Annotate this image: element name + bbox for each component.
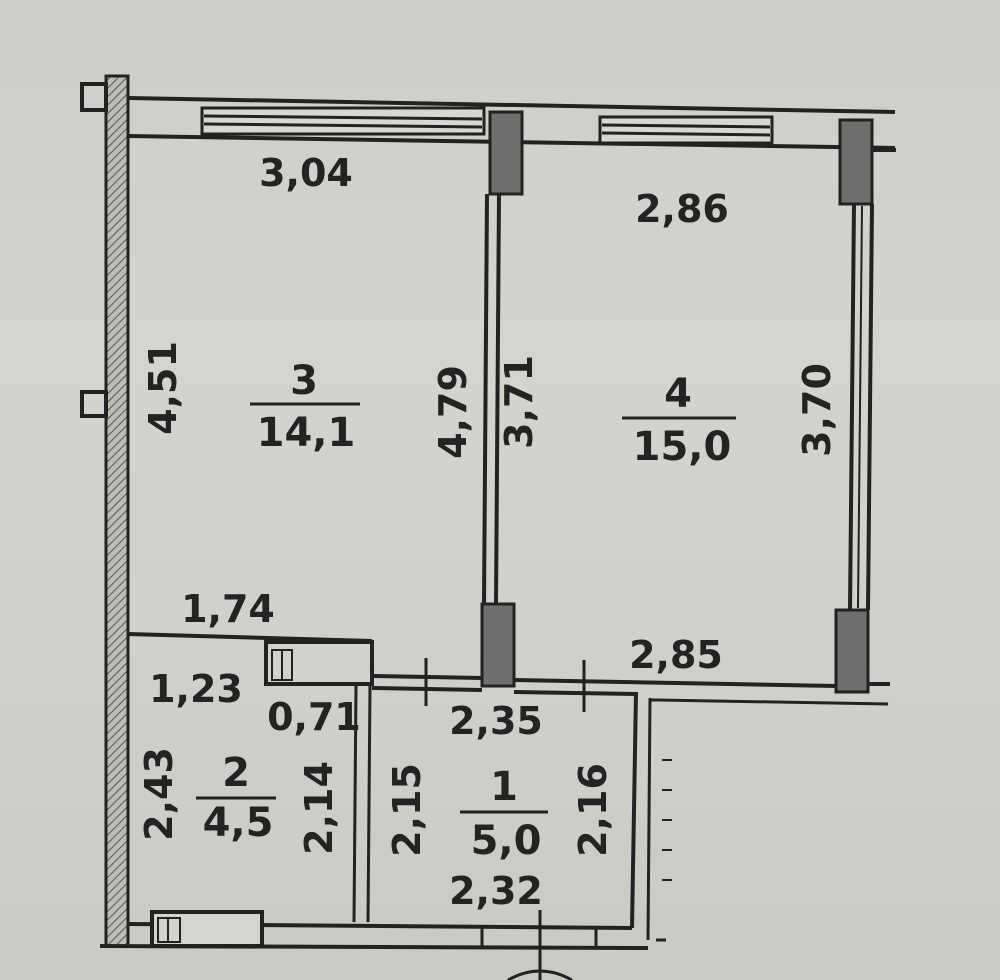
column-top-right	[838, 118, 874, 206]
dimension-room-1-top: 2,35	[449, 699, 543, 743]
dimension-room-2-left-height: 2,43	[137, 747, 181, 841]
dimension-room-2-right-height: 2,14	[297, 761, 341, 855]
wall-stub-top	[80, 82, 108, 112]
room-1-area: 5,0	[471, 818, 542, 864]
dimension-room-3-left-height: 4,51	[141, 341, 185, 435]
room-4-area: 15,0	[633, 424, 732, 470]
room-1-number: 1	[490, 764, 518, 810]
dimension-room-3-width: 3,04	[259, 151, 353, 195]
room-3-number: 3	[290, 358, 318, 404]
room-1-right-wall	[630, 691, 889, 942]
dimension-room-2-top: 1,23	[149, 667, 243, 711]
column-top-middle	[488, 110, 524, 196]
bottom-outer-wall	[99, 910, 649, 980]
dimension-room-1-left-height: 2,15	[385, 763, 429, 857]
dimension-room-3-bottom: 1,74	[181, 587, 275, 631]
right-outer-wall	[848, 148, 896, 686]
dimension-room-1-right-height: 2,16	[571, 763, 615, 857]
room-2-number: 2	[222, 750, 250, 796]
dimension-room-3-right-height: 4,79	[431, 365, 475, 459]
dimension-room-1-bottom: 2,32	[449, 869, 543, 913]
ventilation-shaft	[264, 640, 374, 686]
dimension-shaft-width: 0,71	[267, 695, 361, 739]
partition-3-4	[482, 193, 501, 605]
dimension-room-4-width-top: 2,86	[635, 187, 729, 231]
wall-stub-mid	[80, 390, 108, 418]
room-4-number: 4	[664, 371, 692, 417]
left-outer-wall	[104, 74, 130, 948]
dimension-room-4-right-height: 3,70	[795, 363, 839, 457]
dimension-room-4-width-bottom: 2,85	[629, 633, 723, 677]
room-2-area: 4,5	[203, 800, 274, 846]
column-bottom-right	[834, 608, 870, 694]
column-bottom-middle	[480, 602, 516, 688]
room-3-area: 14,1	[257, 410, 356, 456]
top-outer-wall	[127, 96, 896, 150]
partition-2-1	[352, 685, 372, 923]
partition-horizontal	[127, 632, 837, 712]
dimension-room-4-left-height: 3,71	[497, 355, 541, 449]
